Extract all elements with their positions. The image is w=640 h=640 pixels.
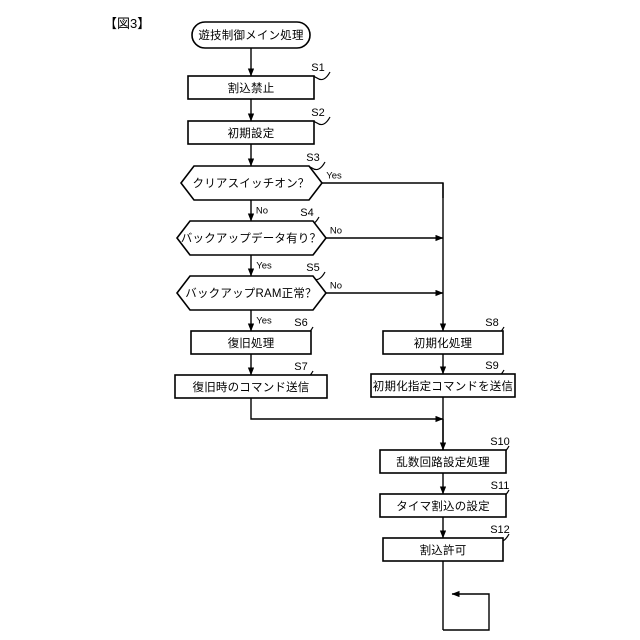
figure-title: 【図3】 xyxy=(104,16,151,31)
step-label-s8: S8 xyxy=(485,317,499,329)
node-s12 xyxy=(382,537,504,562)
node-start xyxy=(191,21,311,49)
node-s2 xyxy=(187,120,315,145)
node-s4 xyxy=(175,220,328,256)
branch-label-s4-no: No xyxy=(329,225,343,237)
step-label-s6: S6 xyxy=(294,317,308,329)
step-label-s1: S1 xyxy=(311,62,325,74)
node-s7 xyxy=(174,374,328,399)
branch-label-s3-yes: Yes xyxy=(326,170,342,182)
branch-label-s4-yes: Yes xyxy=(256,260,272,272)
node-start-label: 遊技制御メイン処理 xyxy=(198,30,304,42)
node-s1 xyxy=(187,75,315,100)
node-s3-label: クリアスイッチオン？ xyxy=(192,178,310,190)
step-label-s7: S7 xyxy=(294,361,308,373)
node-s4-label: バックアップデータ有り？ xyxy=(180,233,322,245)
edge-s3-yes-to-bus xyxy=(322,182,444,198)
step-label-s3: S3 xyxy=(306,152,320,164)
step-label-s5: S5 xyxy=(306,262,320,274)
step-label-s9: S9 xyxy=(485,360,499,372)
step-label-s10: S10 xyxy=(490,436,510,448)
node-s12-label: 割込許可 xyxy=(419,545,467,557)
node-s9-label: 初期化指定コマンドを送信 xyxy=(372,381,514,393)
node-s9 xyxy=(370,373,516,398)
node-s7-label: 復旧時のコマンド送信 xyxy=(192,382,310,394)
branch-label-s3-no: No xyxy=(255,205,269,217)
node-s3 xyxy=(179,165,324,201)
node-s8-label: 初期化処理 xyxy=(413,338,473,350)
branch-label-s5-no: No xyxy=(329,280,343,292)
step-label-s4: S4 xyxy=(300,207,314,219)
node-s2-label: 初期設定 xyxy=(227,128,275,140)
node-s6 xyxy=(190,330,312,355)
step-label-s12: S12 xyxy=(490,524,510,536)
step-label-s2: S2 xyxy=(311,107,325,119)
node-s6-label: 復旧処理 xyxy=(227,338,275,350)
edge-loop-back xyxy=(443,590,490,631)
node-s8 xyxy=(382,330,504,355)
node-s10-label: 乱数回路設定処理 xyxy=(396,457,490,469)
node-s5 xyxy=(175,275,328,311)
node-s5-label: バックアップRAM正常？ xyxy=(185,288,317,300)
node-s1-label: 割込禁止 xyxy=(227,83,275,95)
node-s10 xyxy=(379,449,507,474)
branch-label-s5-yes: Yes xyxy=(256,315,272,327)
node-s11-label: タイマ割込の設定 xyxy=(396,501,490,513)
connector-lines xyxy=(247,48,490,631)
step-label-s11: S11 xyxy=(490,480,510,492)
edge-s7-to-junction xyxy=(250,398,444,423)
node-s11 xyxy=(379,493,507,518)
